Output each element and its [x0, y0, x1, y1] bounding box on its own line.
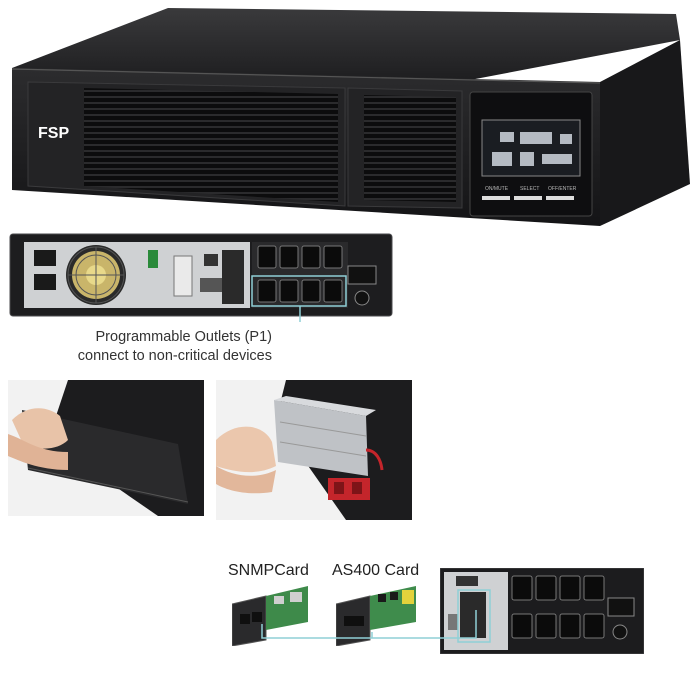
snmp-card-image — [232, 586, 308, 646]
front-cover-removal-photo — [8, 380, 204, 516]
snmp-card-label: SNMPCard — [228, 562, 309, 579]
ups-rear-view — [9, 233, 393, 322]
outlets-callout-line1: Programmable Outlets (P1) — [95, 329, 272, 345]
outlets-callout-line2: connect to non-critical devices — [77, 348, 272, 364]
svg-text:SELECT: SELECT — [520, 186, 539, 192]
ups-rear-detail — [440, 568, 644, 654]
svg-text:OFF/ENTER: OFF/ENTER — [548, 186, 577, 192]
battery-replacement-photo — [216, 380, 412, 520]
brand-logo: FSP — [38, 125, 69, 142]
as400-card-label: AS400 Card — [332, 562, 420, 579]
card-slot-connector-line — [261, 610, 477, 639]
as400-card-image — [336, 586, 416, 646]
svg-text:ON/MUTE: ON/MUTE — [485, 186, 509, 192]
outlets-callout: Programmable Outlets (P1) connect to non… — [0, 328, 272, 366]
ups-front-view: ON/MUTE SELECT OFF/ENTER FSP — [11, 8, 690, 226]
